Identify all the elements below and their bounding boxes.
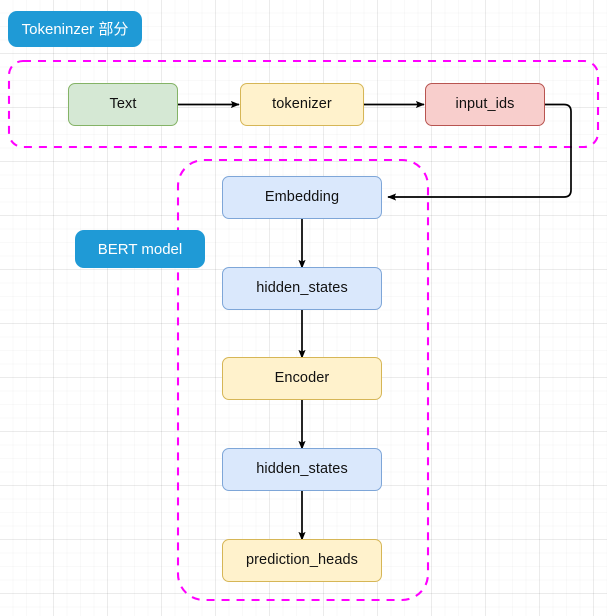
node-hidden-states-1[interactable]: hidden_states [222, 267, 382, 310]
tokenizer-group-label: Tokeninzer 部分 [8, 11, 142, 47]
node-encoder[interactable]: Encoder [222, 357, 382, 400]
node-prediction-heads[interactable]: prediction_heads [222, 539, 382, 582]
node-tokenizer[interactable]: tokenizer [240, 83, 364, 126]
node-input-ids[interactable]: input_ids [425, 83, 545, 126]
node-text[interactable]: Text [68, 83, 178, 126]
node-hidden-states-2[interactable]: hidden_states [222, 448, 382, 491]
bert-group-label: BERT model [75, 230, 205, 268]
node-embedding[interactable]: Embedding [222, 176, 382, 219]
